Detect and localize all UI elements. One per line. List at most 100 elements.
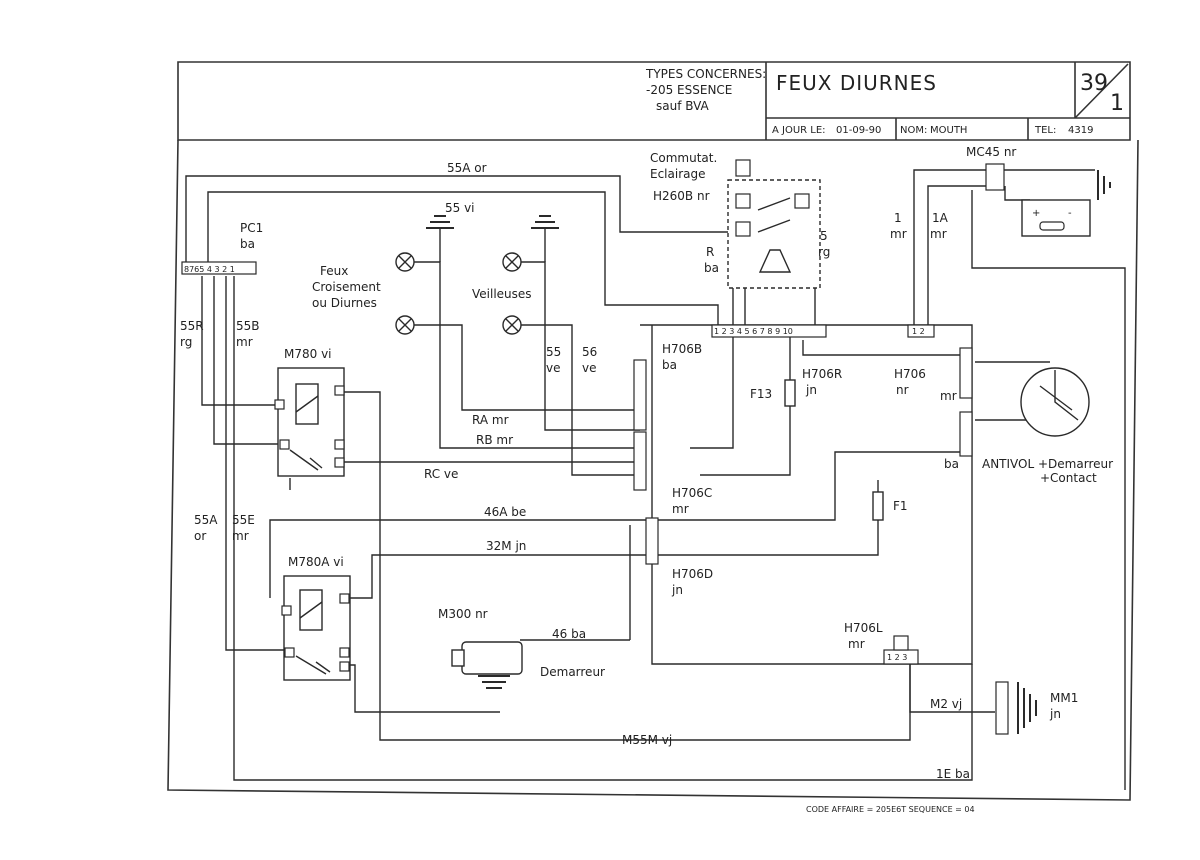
wire-56-color: ve bbox=[582, 361, 596, 375]
wire-rc-label: RC ve bbox=[424, 467, 458, 481]
h706l-color: mr bbox=[848, 637, 865, 651]
wire-5-color: rg bbox=[818, 245, 830, 259]
m780-label: M780 vi bbox=[284, 347, 332, 361]
wire-55r-color: rg bbox=[180, 335, 192, 349]
ground-icon bbox=[1097, 170, 1111, 200]
name-value: MOUTH bbox=[930, 125, 967, 136]
title-block: TYPES CONCERNES: -205 ESSENCE sauf BVA F… bbox=[177, 61, 1131, 141]
wire-55vi-label: 55 vi bbox=[445, 201, 475, 215]
wire-55-label: 55 bbox=[546, 345, 561, 359]
wire-55r-label: 55R bbox=[180, 319, 204, 333]
wire-1a-label: 1A bbox=[932, 211, 949, 225]
f1-label: F1 bbox=[893, 499, 908, 513]
footer-code: CODE AFFAIRE = 205E6T SEQUENCE = 04 bbox=[806, 805, 975, 814]
h706b-label: H706B bbox=[662, 342, 702, 356]
sheet-number: 39 bbox=[1080, 71, 1108, 96]
types-line2: sauf BVA bbox=[656, 99, 710, 113]
sheet-page: 1 bbox=[1110, 91, 1124, 116]
h706-top-pins: 1 2 3 4 5 6 7 8 9 10 bbox=[714, 327, 793, 336]
h706l-connector: 1 2 3 H706L mr bbox=[844, 621, 919, 665]
feux-label-1: Feux bbox=[320, 264, 348, 278]
h706d-label: H706D bbox=[672, 567, 713, 581]
mm1-label: MM1 bbox=[1050, 691, 1078, 705]
starter-m300: M300 nr Demarreur bbox=[438, 607, 605, 689]
ground-icon bbox=[426, 215, 454, 229]
h706l-label: H706L bbox=[844, 621, 883, 635]
wire-rb-label: RB mr bbox=[476, 433, 513, 447]
h706l-pins: 1 2 3 bbox=[887, 653, 907, 662]
connector-mm1: MM1 jn bbox=[995, 681, 1078, 735]
m780a-label: M780A vi bbox=[288, 555, 344, 569]
date-value: 01-09-90 bbox=[836, 125, 881, 136]
h706r-label: H706R bbox=[802, 367, 842, 381]
wire-46-label: 46 ba bbox=[552, 627, 586, 641]
name-label: NOM: bbox=[900, 125, 927, 136]
h706-mc-pins: 1 2 bbox=[912, 327, 925, 336]
wire-5-label: 5 bbox=[820, 229, 828, 243]
commutator-ref: H260B nr bbox=[653, 189, 710, 203]
ground-icon bbox=[1017, 682, 1037, 734]
tel-label: TEL: bbox=[1034, 125, 1056, 136]
commutator-h260b: Commutat. Eclairage H260B nr bbox=[650, 151, 821, 289]
wire-1e-label: 1E ba bbox=[936, 767, 970, 781]
wire-32m-label: 32M jn bbox=[486, 539, 526, 553]
relay-m780a: M780A vi bbox=[281, 555, 351, 681]
demarreur-label: Demarreur bbox=[540, 665, 605, 679]
wire-m55m-label: M55M vj bbox=[622, 733, 672, 747]
commutator-label-2: Eclairage bbox=[650, 167, 706, 181]
fuse-f13: F13 bbox=[750, 379, 796, 407]
wire-55-color: ve bbox=[546, 361, 560, 375]
pc1-connector: 8765 4 3 2 1 PC1 ba bbox=[181, 221, 263, 275]
tel-value: 4319 bbox=[1068, 125, 1093, 136]
f13-label: F13 bbox=[750, 387, 772, 401]
relay-m780: M780 vi bbox=[274, 347, 345, 477]
types-title: TYPES CONCERNES: bbox=[645, 67, 766, 81]
date-label: A JOUR LE: bbox=[772, 125, 826, 136]
h706-label: H706 bbox=[894, 367, 926, 381]
pc1-label: PC1 bbox=[240, 221, 263, 235]
h706r-label-group: H706R jn H706 nr bbox=[802, 367, 926, 397]
wiring bbox=[185, 169, 1126, 790]
wire-r-color: ba bbox=[704, 261, 719, 275]
h706r-color: jn bbox=[805, 383, 817, 397]
wire-55a-color: or bbox=[194, 529, 206, 543]
wire-1a-color: mr bbox=[930, 227, 947, 241]
battery-minus-icon: - bbox=[1068, 208, 1072, 219]
antivol: ANTIVOL +Demarreur +Contact bbox=[982, 367, 1113, 485]
wire-ra-label: RA mr bbox=[472, 413, 509, 427]
types-line1: -205 ESSENCE bbox=[646, 83, 732, 97]
h706c-color: mr bbox=[672, 502, 689, 516]
wire-55b-color: mr bbox=[236, 335, 253, 349]
wire-55e-label: 55E bbox=[232, 513, 255, 527]
ground-icon bbox=[531, 215, 559, 229]
switch-lever-icon bbox=[758, 249, 792, 273]
wire-46a-label: 46A be bbox=[484, 505, 526, 519]
h706b-connector: H706B ba bbox=[633, 342, 702, 431]
antivol-label-2: +Contact bbox=[1040, 471, 1097, 485]
page-title: FEUX DIURNES bbox=[776, 71, 937, 95]
wire-55b-label: 55B bbox=[236, 319, 260, 333]
diagram-frame bbox=[167, 139, 1139, 801]
headlamp-group: Feux Croisement ou Diurnes 55 vi bbox=[312, 201, 475, 335]
wire-1-label: 1 bbox=[894, 211, 902, 225]
h706c-connector: H706C mr bbox=[633, 431, 712, 516]
wire-m2-label: M2 vj bbox=[930, 697, 962, 711]
feux-label-3: ou Diurnes bbox=[312, 296, 377, 310]
battery-plus-icon: + bbox=[1032, 208, 1040, 219]
h706d-color: jn bbox=[671, 583, 683, 597]
wire-1-color: mr bbox=[890, 227, 907, 241]
mm1-color: jn bbox=[1049, 707, 1061, 721]
m300-label: M300 nr bbox=[438, 607, 488, 621]
pc1-pins: 8765 4 3 2 1 bbox=[184, 265, 235, 274]
feux-label-2: Croisement bbox=[312, 280, 381, 294]
commutator-label-1: Commutat. bbox=[650, 151, 717, 165]
wire-ba-label: ba bbox=[944, 457, 959, 471]
battery-mc45: + - MC45 nr bbox=[966, 145, 1111, 237]
h706-connector-mc: 1 2 bbox=[907, 324, 935, 338]
wire-labels: 55A or 55R rg 55B mr 55A or 55E mr 55 ve… bbox=[180, 161, 970, 781]
h706c-label: H706C bbox=[672, 486, 712, 500]
wire-55a-top-label: 55A or bbox=[447, 161, 487, 175]
wire-mr-label: mr bbox=[940, 389, 957, 403]
sidelamp-group: Veilleuses bbox=[472, 215, 559, 335]
